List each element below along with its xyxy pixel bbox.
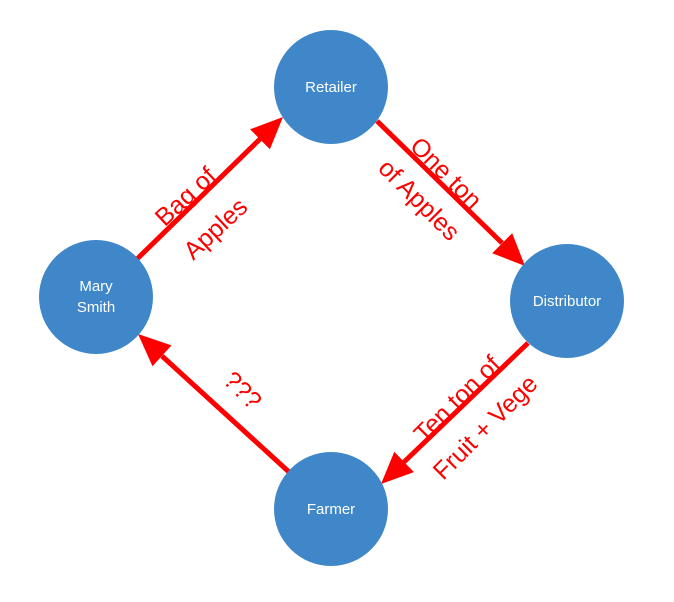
arrow-distributor-to-farmer [381,341,530,484]
node-label-distributor: Distributor [533,293,601,310]
node-label-mary-line1: Mary [79,278,113,295]
node-label-farmer: Farmer [307,501,355,518]
arrow-mary-to-retailer [134,117,283,262]
edge-labels: Bag of Apples One ton of Apples Ten ton … [150,132,544,485]
node-label-mary-line2: Smith [77,299,115,316]
arrow-farmer-to-mary [138,334,291,474]
edge-label-farmer-to-mary: ??? [218,366,267,415]
node-label-retailer: Retailer [305,79,357,96]
node-mary-smith: Mary Smith [39,240,153,354]
node-farmer: Farmer [274,452,388,566]
node-distributor: Distributor [510,244,624,358]
nodes: Retailer Distributor Farmer Mary Smith [39,30,624,566]
node-retailer: Retailer [274,30,388,144]
arrows [134,117,530,484]
arrow-retailer-to-distributor [375,119,525,266]
